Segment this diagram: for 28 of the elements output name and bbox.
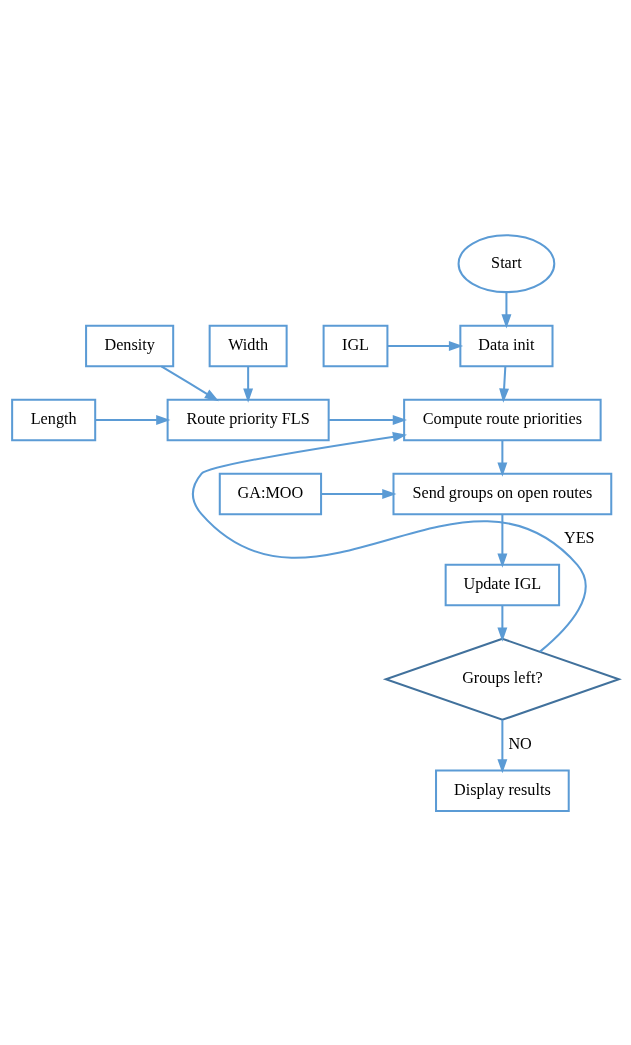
arrow (497, 719, 508, 773)
node-diamond: Groups left? (382, 637, 622, 721)
edge-label: NO (508, 734, 532, 753)
node-box: Route priority FLS (166, 398, 330, 441)
node-box: Compute route priorities (403, 398, 602, 441)
node-box: IGL (322, 324, 389, 367)
arrow (497, 439, 508, 477)
arrow (160, 364, 219, 401)
arrow (497, 513, 508, 568)
arrow (243, 365, 254, 403)
arrow (191, 431, 587, 652)
node-box: Data init (459, 324, 554, 367)
arrow (499, 365, 510, 403)
node-box: Length (11, 398, 97, 441)
arrow (95, 414, 171, 425)
node-box: GA:MOO (218, 472, 323, 515)
node-box: Density (85, 324, 175, 367)
arrow (321, 488, 397, 499)
edge-label: YES (564, 528, 595, 547)
arrow (501, 291, 512, 328)
arrow (497, 605, 508, 642)
node-box: Send groups on open routes (392, 472, 613, 515)
arrow (387, 340, 464, 351)
node-box: Update IGL (444, 563, 561, 606)
node-box: Width (208, 324, 288, 367)
node-box: Display results (435, 768, 570, 812)
node-ellipse: Start (457, 233, 556, 293)
arrow (329, 414, 407, 425)
